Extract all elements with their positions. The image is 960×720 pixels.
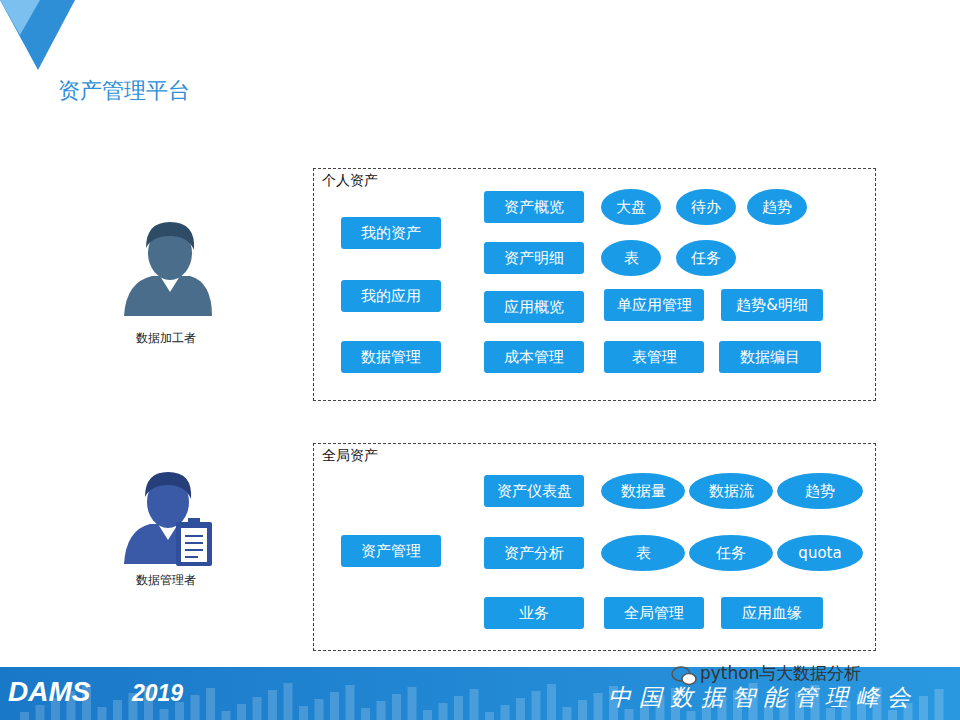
brand-logo: DAMS — [8, 676, 90, 708]
node-label: 表管理 — [632, 348, 677, 367]
node-label: 资产分析 — [504, 544, 564, 563]
person-icon — [124, 222, 212, 316]
ellipse-node: quota — [777, 535, 863, 571]
feature-box: 我的应用 — [341, 280, 441, 312]
feature-box: 资产分析 — [484, 537, 584, 569]
ellipse-node: 数据量 — [601, 473, 685, 509]
ellipse-node: 数据流 — [689, 473, 773, 509]
ellipse-node: 大盘 — [601, 189, 661, 225]
feature-box: 我的资产 — [341, 217, 441, 249]
node-label: 成本管理 — [504, 348, 564, 367]
node-label: 资产明细 — [504, 249, 564, 268]
node-label: 数据量 — [621, 482, 666, 501]
node-label: 资产管理 — [361, 542, 421, 561]
corner-triangle — [0, 0, 40, 35]
node-label: 任务 — [691, 249, 721, 268]
ellipse-node: 表 — [601, 535, 685, 571]
feature-box: 数据编目 — [719, 341, 821, 373]
ellipse-node: 任务 — [676, 240, 736, 276]
feature-box: 全局管理 — [604, 597, 704, 629]
node-label: 任务 — [716, 544, 746, 563]
page-title: 资产管理平台 — [58, 76, 190, 106]
feature-box: 资产管理 — [341, 535, 441, 567]
group-heading: 全局资产 — [322, 447, 378, 465]
node-label: 大盘 — [616, 198, 646, 217]
node-label: 我的应用 — [361, 287, 421, 306]
feature-box: 应用概览 — [484, 291, 584, 323]
node-label: 表 — [636, 544, 651, 563]
node-label: 数据管理 — [361, 348, 421, 367]
feature-box: 单应用管理 — [604, 289, 704, 321]
feature-box: 资产仪表盘 — [484, 475, 584, 507]
feature-box: 应用血缘 — [721, 597, 823, 629]
ellipse-node: 表 — [601, 240, 661, 276]
node-label: 应用血缘 — [742, 604, 802, 623]
feature-box: 资产概览 — [484, 191, 584, 223]
feature-box: 趋势&明细 — [721, 289, 823, 321]
feature-box: 业务 — [484, 597, 584, 629]
brand-year: 2019 — [132, 680, 183, 707]
node-label: 单应用管理 — [617, 296, 692, 315]
node-label: 全局管理 — [624, 604, 684, 623]
node-label: 趋势 — [762, 198, 792, 217]
node-label: 业务 — [519, 604, 549, 623]
feature-box: 资产明细 — [484, 242, 584, 274]
corner-triangle — [0, 0, 75, 70]
node-label: 应用概览 — [504, 298, 564, 317]
ellipse-node: 任务 — [689, 535, 773, 571]
group-box: 全局资产资产管理 资产仪表盘 数据量 数据流 趋势资产分析 表 任务 quota 业务 全局管理 应… — [313, 443, 876, 651]
feature-box: 数据管理 — [341, 341, 441, 373]
watermark: python与大数据分析 — [700, 662, 861, 685]
node-label: 资产仪表盘 — [497, 482, 572, 501]
node-label: 趋势 — [805, 482, 835, 501]
node-label: 趋势&明细 — [736, 296, 808, 315]
role-label: 数据管理者 — [136, 572, 196, 589]
node-label: 资产概览 — [504, 198, 564, 217]
node-label: quota — [798, 544, 841, 562]
person-icon — [124, 472, 212, 566]
clipboard-icon — [176, 522, 212, 566]
node-label: 数据流 — [709, 482, 754, 501]
node-label: 我的资产 — [361, 224, 421, 243]
group-box: 个人资产我的资产我的应用数据管理 资产概览 大盘 待办 趋势资产明细 表 任务应用概览 单应用… — [313, 168, 876, 401]
wechat-icon — [672, 667, 696, 685]
group-heading: 个人资产 — [322, 172, 378, 190]
node-label: 数据编目 — [740, 348, 800, 367]
feature-box: 成本管理 — [484, 341, 584, 373]
ellipse-node: 待办 — [676, 189, 736, 225]
role-label: 数据加工者 — [136, 330, 196, 347]
summit-name: 中国数据智能管理峰会 — [608, 682, 918, 713]
feature-box: 表管理 — [604, 341, 704, 373]
node-label: 表 — [624, 249, 639, 268]
ellipse-node: 趋势 — [747, 189, 807, 225]
ellipse-node: 趋势 — [777, 473, 863, 509]
node-label: 待办 — [691, 198, 721, 217]
